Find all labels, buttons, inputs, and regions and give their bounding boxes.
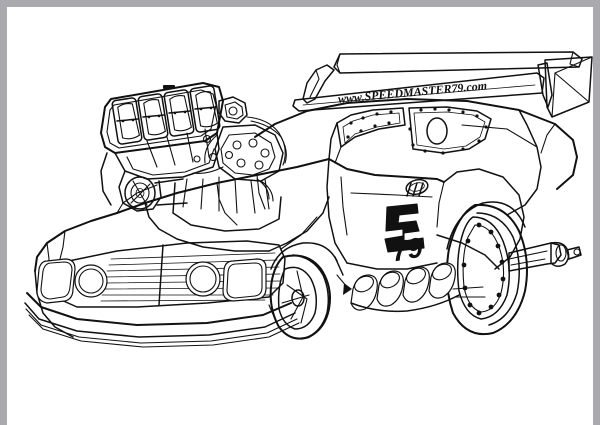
- engine-accessories: [172, 96, 287, 232]
- door-number-79: 79: [389, 231, 425, 267]
- logo-speed-hashes: [406, 182, 424, 197]
- window-greenhouse: [328, 106, 492, 164]
- svg-text:79: 79: [389, 231, 425, 267]
- blower-scoop: [100, 82, 224, 154]
- headlights: [36, 258, 267, 304]
- windshield-rivets: [346, 110, 393, 139]
- door-side-panel: [326, 158, 445, 270]
- spoiler-lower-blade: [292, 72, 545, 112]
- underbody-lines: [268, 256, 352, 320]
- supercharger-body: [114, 128, 220, 212]
- rear-wheel-lug-bolts: [461, 222, 506, 316]
- car-line-art: www.SPEEDMASTER79.com: [24, 51, 593, 348]
- rear-wing-spoiler: [302, 51, 593, 118]
- side-window-rivets: [408, 107, 488, 155]
- side-exhaust-headers: [350, 262, 486, 313]
- scoop-intakes: [111, 85, 221, 145]
- car-roof-and-rear-body: [254, 98, 578, 270]
- cowl-and-hood-details: [100, 152, 330, 252]
- drawing-canvas: www.SPEEDMASTER79.com: [7, 7, 593, 425]
- front-bumper: [24, 292, 300, 348]
- engine-fittings: [193, 134, 270, 170]
- door-logo: 79: [384, 182, 425, 268]
- engine-block-ribs: [182, 176, 270, 214]
- page-frame-right-border: [593, 0, 600, 425]
- rear-axle-hub: [508, 241, 582, 272]
- front-wheel: [269, 242, 338, 340]
- rear-wheel: [445, 201, 528, 335]
- page-frame-left-border: [0, 0, 7, 425]
- engine-hoses: [192, 116, 287, 202]
- page-frame-top-border: [0, 0, 600, 7]
